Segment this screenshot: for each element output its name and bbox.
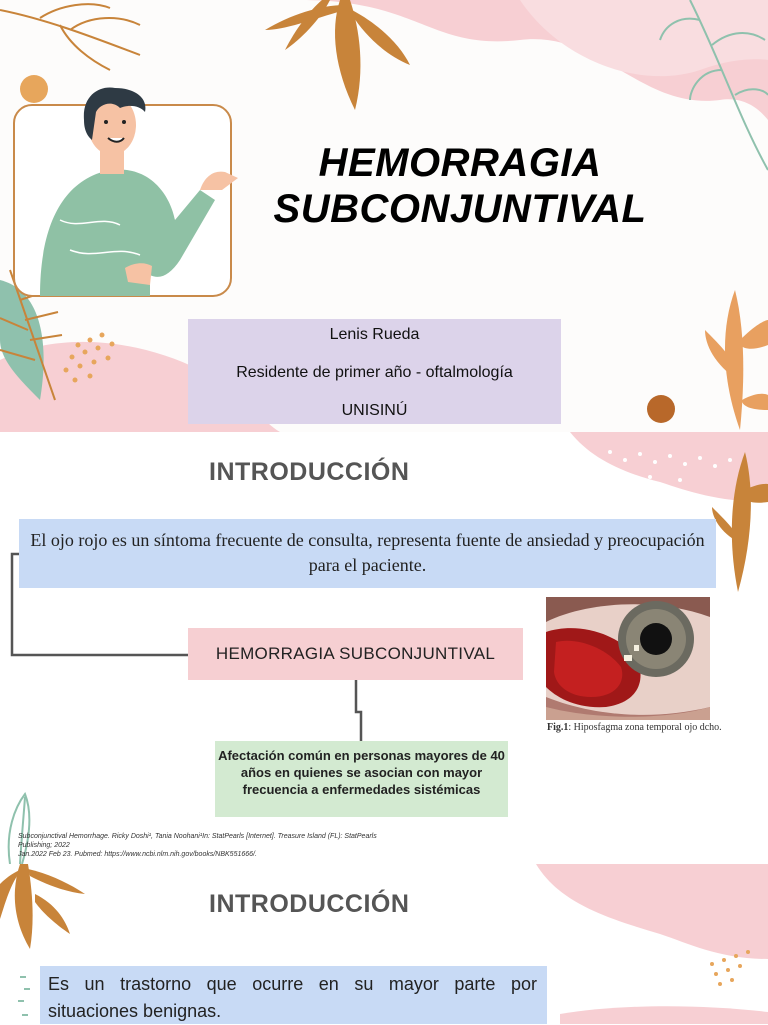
mint-leaves-icon [659, 0, 768, 171]
orange-leaf-icon [712, 452, 768, 592]
subconjunctival-hemorrhage-photo [546, 597, 710, 720]
leaf-branch-icon [0, 3, 141, 71]
reference-line-1: Subconjunctival Hemorrhage. Ricky Doshi¹… [18, 833, 377, 849]
figure-caption: Fig.1: Hiposfagma zona temporal ojo dcho… [547, 722, 722, 733]
connector-line [354, 680, 363, 741]
mint-dots-decor [18, 976, 30, 1016]
author-name: Lenis Rueda [329, 326, 420, 343]
figure-caption-text: : Hiposfagma zona temporal ojo dcho. [568, 722, 722, 733]
reference-line-2: Jan.2022 Feb 23. Pubmed: https://www.ncb… [18, 851, 257, 858]
eye-image [546, 597, 710, 720]
title-slide: HEMORRAGIA SUBCONJUNTIVAL Lenis Rueda Re… [0, 0, 768, 432]
title-line-1: HEMORRAGIA [318, 141, 602, 185]
section-heading: INTRODUCCIÓN [209, 890, 410, 918]
reference-citation: Subconjunctival Hemorrhage. Ricky Doshi¹… [18, 832, 388, 859]
connector-line [10, 552, 188, 657]
orange-leaves-icon [0, 864, 85, 949]
pink-blob [570, 432, 768, 502]
slide3-decorations [0, 864, 768, 1024]
finding-box: Afectación común en personas mayores de … [215, 741, 508, 817]
orange-branch-right-icon [705, 290, 768, 430]
topic-box: HEMORRAGIA SUBCONJUNTIVAL [188, 628, 523, 680]
intro-text-box-2: Es un trastorno que ocurre en su mayor p… [40, 966, 547, 1024]
pink-blob [536, 864, 768, 959]
dots-decor [63, 332, 115, 383]
author-role: Residente de primer año - oftalmología [236, 364, 513, 381]
dot-decor [20, 75, 48, 103]
author-institution: UNISINÚ [341, 402, 408, 419]
dots-decor [710, 950, 750, 986]
slide2-decorations [7, 432, 768, 864]
presenter-illustration [40, 87, 238, 296]
title-line-2: SUBCONJUNTIVAL [273, 187, 647, 231]
figure-label: Fig.1 [547, 722, 569, 733]
author-info-box: Lenis Rueda Residente de primer año - of… [188, 319, 561, 424]
pink-blob-light [520, 0, 768, 77]
slide1-decorations [0, 0, 768, 432]
intro-text-box: El ojo rojo es un síntoma frecuente de c… [19, 519, 716, 588]
section-heading: INTRODUCCIÓN [209, 458, 410, 486]
pink-blob-bottom [560, 1006, 768, 1024]
dot-decor [647, 395, 675, 423]
main-title: HEMORRAGIA SUBCONJUNTIVAL [250, 140, 670, 232]
orange-leaves-icon [265, 0, 410, 110]
mint-leaf-icon [7, 791, 31, 864]
